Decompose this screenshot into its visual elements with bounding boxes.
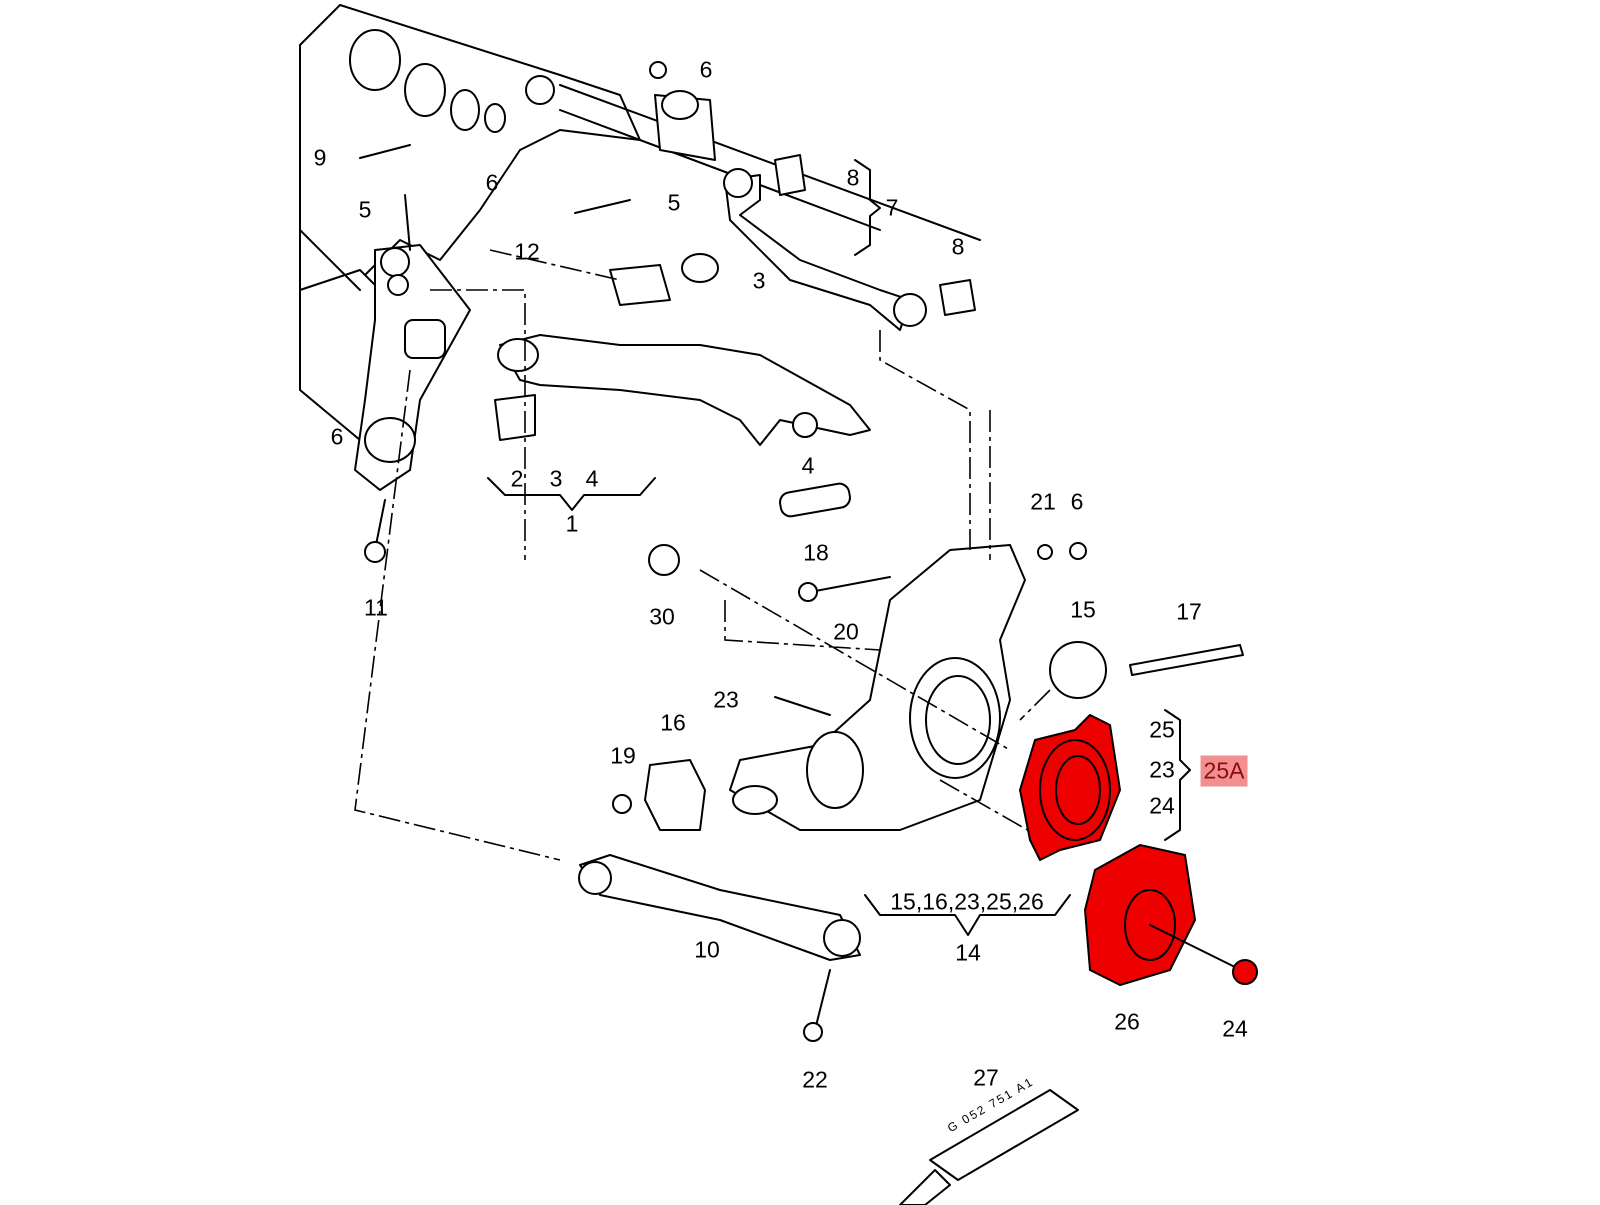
part-label: 15 (1070, 596, 1096, 623)
part-label: 9 (313, 144, 327, 171)
part-label: 19 (610, 742, 636, 769)
part-label: 18 (803, 539, 829, 566)
part-label: 7 (885, 194, 899, 221)
part-label: 3 (752, 267, 766, 294)
part-label: 26 (1114, 1008, 1140, 1035)
part-label: 30 (649, 603, 675, 630)
upper-arm-7 (724, 174, 911, 331)
part-label: 12 (514, 238, 540, 265)
part-label: 11 (364, 594, 388, 621)
part-label: 27 (973, 1064, 999, 1091)
part-label: 1 (565, 510, 579, 537)
part-label: 22 (802, 1066, 828, 1093)
part-label: 4 (801, 452, 815, 479)
part-label: 23 (1149, 756, 1175, 783)
wheel-hub-26 (1084, 844, 1258, 986)
part-label: 24 (1149, 792, 1175, 819)
part-label: 10 (694, 936, 720, 963)
part-label: 16 (660, 709, 686, 736)
part-label: 15,16,23,25,26 (890, 888, 1044, 915)
part-label: 8 (846, 164, 860, 191)
part-label: 8 (951, 233, 965, 260)
wheel-bearing-hub-25 (1019, 714, 1121, 861)
part-label: 6 (485, 169, 499, 196)
wheel-knuckle (729, 544, 1026, 831)
part-label: 17 (1176, 598, 1202, 625)
part-label: 3 (549, 465, 563, 492)
part-label: 4 (585, 465, 599, 492)
bushing-top (654, 90, 716, 161)
mount-bracket (354, 244, 471, 491)
highlighted-part-label[interactable]: 25A (1200, 755, 1248, 787)
lower-arm-10 (579, 854, 861, 961)
part-label: 21 (1030, 488, 1056, 515)
part-label: 2 (510, 465, 524, 492)
assembly-line (354, 249, 1051, 861)
part-label: 24 (1222, 1015, 1248, 1042)
part-label: 25 (1149, 716, 1175, 743)
grease-tube (929, 1089, 1079, 1181)
part-label: 6 (699, 56, 713, 83)
part-label: 5 (358, 196, 372, 223)
part-label: 6 (1070, 488, 1084, 515)
part-label: 5 (667, 189, 681, 216)
part-label: 23 (713, 686, 739, 713)
part-label: 6 (330, 423, 344, 450)
part-label: 14 (955, 939, 981, 966)
bolt-9 (359, 144, 411, 159)
part-label: 20 (833, 618, 859, 645)
